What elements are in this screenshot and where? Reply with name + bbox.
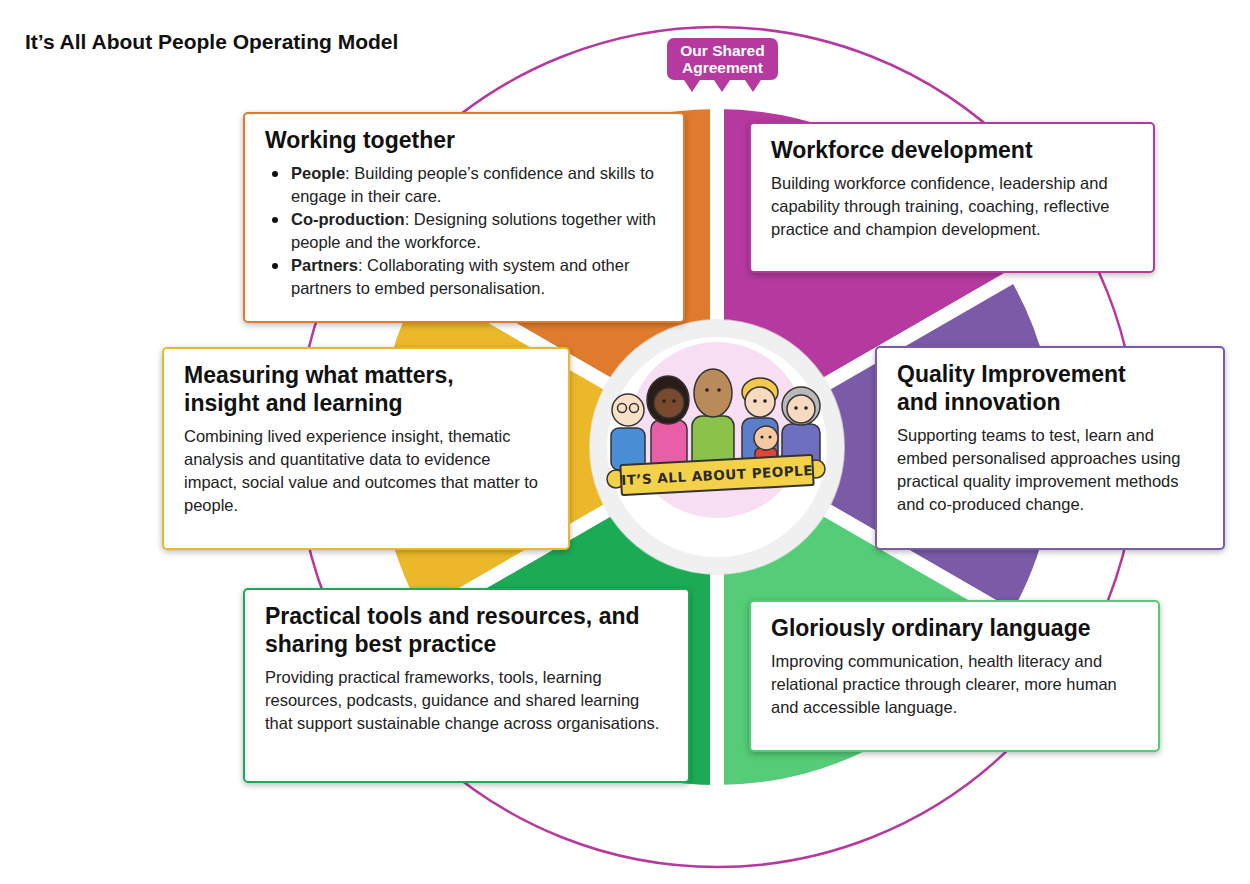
tag-points (684, 80, 761, 92)
box-body: Improving communication, health literacy… (771, 650, 1138, 719)
bullet-text: : Building people’s confidence and skill… (291, 164, 654, 205)
pillar-box: Working togetherPeople: Building people’… (243, 112, 685, 323)
glasses (630, 404, 639, 413)
hub-ring (589, 319, 845, 575)
eye (662, 399, 666, 403)
eye (804, 406, 808, 410)
eye (753, 399, 757, 403)
box-heading: Practical tools and resources, and shari… (265, 602, 665, 658)
faces (662, 388, 808, 438)
bullet-item: Co-production: Designing solutions toget… (265, 208, 663, 254)
person-hair (782, 387, 820, 425)
person-head (612, 394, 644, 426)
person-head (787, 395, 815, 423)
bullet-term: People (291, 164, 345, 182)
box-heading: Gloriously ordinary language (771, 614, 1138, 642)
eye (769, 436, 772, 439)
eye (761, 436, 764, 439)
box-body: Providing practical frameworks, tools, l… (265, 666, 668, 735)
box-body: Combining lived experience insight, them… (184, 425, 548, 517)
node-label: IT’S ALL ABOUT PEOPLE (621, 462, 814, 488)
box-heading: Working together (265, 126, 663, 154)
eye (794, 406, 798, 410)
child-head (754, 426, 778, 450)
person-head (694, 369, 732, 417)
box-body: Supporting teams to test, learn and embe… (897, 424, 1203, 516)
box-heading: Workforce development (771, 136, 1133, 164)
eye (672, 399, 676, 403)
hub-circle (607, 337, 827, 557)
person-head (654, 388, 684, 418)
bullet-term: Partners (291, 256, 358, 274)
person-head (745, 387, 775, 417)
bullet-term: Co-production (291, 210, 405, 228)
agreement-tag: Our Shared Agreement (667, 38, 778, 80)
box-heading: Quality Improvement and innovation (897, 360, 1172, 416)
eye (705, 388, 709, 392)
pillar-box: Practical tools and resources, and shari… (243, 588, 690, 783)
pillar-box: Quality Improvement and innovationSuppor… (875, 346, 1225, 550)
glasses (618, 404, 627, 413)
diagram-title: It’s All About People Operating Model (25, 30, 398, 54)
pillar-box: Gloriously ordinary languageImproving co… (749, 600, 1160, 752)
box-heading: Measuring what matters, insight and lear… (184, 361, 524, 417)
pillar-box: Measuring what matters, insight and lear… (162, 347, 570, 550)
pillar-box: Workforce developmentBuilding workforce … (749, 122, 1155, 273)
eye (763, 399, 767, 403)
eye (717, 388, 721, 392)
node-label: Our Shared Agreement (673, 42, 772, 76)
person-hair (647, 376, 689, 424)
box-body: Building workforce confidence, leadershi… (771, 172, 1133, 241)
bullet-item: Partners: Collaborating with system and … (265, 254, 663, 300)
bullet-item: People: Building people’s confidence and… (265, 162, 663, 208)
